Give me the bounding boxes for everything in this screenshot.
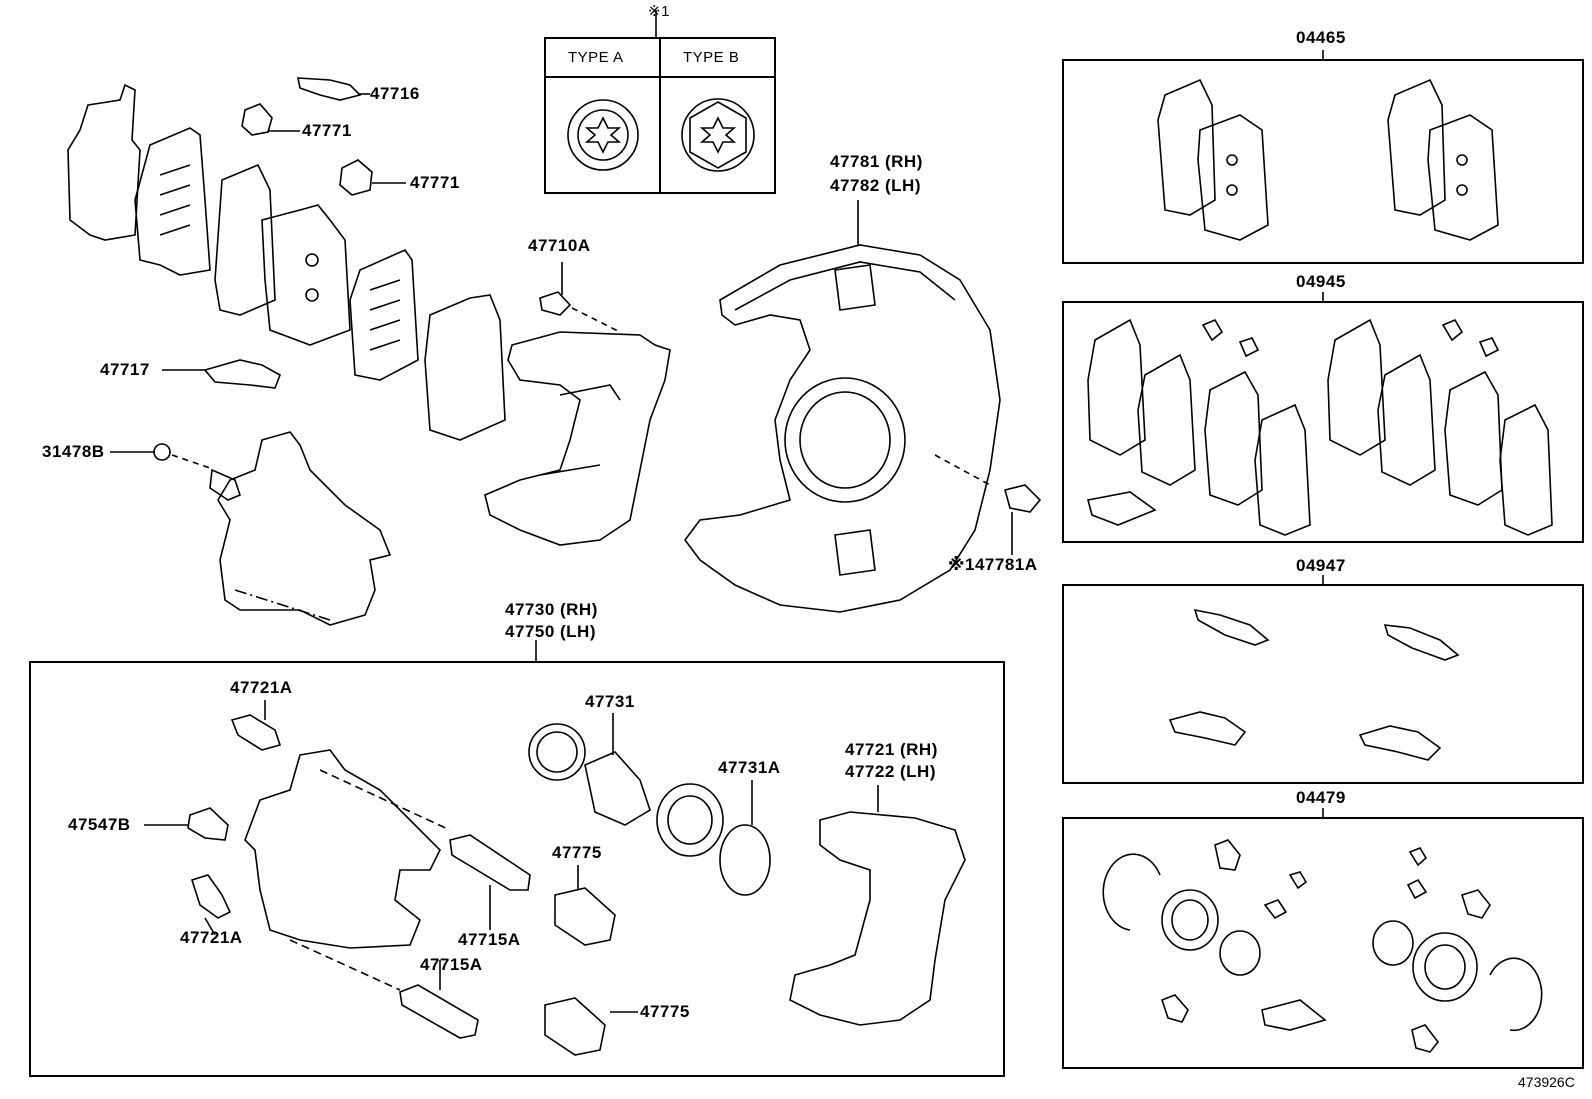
caliper-assembly-illustration <box>144 700 966 1056</box>
part-47731a-label[interactable]: 47731A <box>718 758 781 777</box>
part-47715a-label-bottom[interactable]: 47715A <box>420 955 483 974</box>
type-a-bolt-icon <box>567 99 639 171</box>
part-47731-label[interactable]: 47731 <box>585 692 635 711</box>
part-47775-label-upper[interactable]: 47775 <box>552 843 602 862</box>
kit-04479-seals-illustration <box>1102 839 1543 1053</box>
kit-04465-label[interactable]: 04465 <box>1296 28 1346 47</box>
part-47750-lh-label[interactable]: 47750 (LH) <box>505 622 596 641</box>
part-47716-label[interactable]: 47716 <box>370 84 420 103</box>
kit-04465-pads-illustration <box>1157 78 1499 241</box>
part-47710a-label[interactable]: 47710A <box>528 236 591 255</box>
pad-shim-stack-illustration <box>67 83 506 441</box>
caliper-housing-illustration <box>153 431 392 626</box>
part-47717-label[interactable]: 47717 <box>100 360 150 379</box>
figure-reference: 473926C <box>1518 1074 1575 1090</box>
type-b-label: TYPE B <box>683 49 740 66</box>
part-47781a-label[interactable]: ※147781A <box>948 555 1038 574</box>
caliper-assembly-box <box>29 661 1005 1077</box>
caliper-bracket-illustration <box>484 262 671 546</box>
note-marker: ※1 <box>648 3 670 20</box>
type-table <box>544 10 776 194</box>
part-47721a-label-top[interactable]: 47721A <box>230 678 293 697</box>
part-47771-label-lower[interactable]: 47771 <box>410 173 460 192</box>
part-47721a-label-bottom[interactable]: 47721A <box>180 928 243 947</box>
part-47721-rh-label[interactable]: 47721 (RH) <box>845 740 938 759</box>
part-31478b-label[interactable]: 31478B <box>42 442 105 461</box>
part-47722-lh-label[interactable]: 47722 (LH) <box>845 762 936 781</box>
part-47771-label-upper[interactable]: 47771 <box>302 121 352 140</box>
kit-04945-shims-illustration <box>1087 318 1553 536</box>
leader-lines-top-left <box>110 93 406 453</box>
part-47775-label-lower[interactable]: 47775 <box>640 1002 690 1021</box>
part-47782-lh-label[interactable]: 47782 (LH) <box>830 176 921 195</box>
kit-04947-clips-illustration <box>1168 608 1460 761</box>
kit-04945-label[interactable]: 04945 <box>1296 272 1346 291</box>
kit-04479-label[interactable]: 04479 <box>1296 788 1346 807</box>
part-47715a-label-right[interactable]: 47715A <box>458 930 521 949</box>
type-a-label: TYPE A <box>568 49 624 66</box>
dust-shield-illustration <box>684 200 1042 613</box>
part-47547b-label[interactable]: 47547B <box>68 815 131 834</box>
clip-illustrations <box>203 77 373 389</box>
kit-04947-box <box>1062 584 1584 784</box>
kit-04465-box <box>1062 59 1584 264</box>
kit-04947-label[interactable]: 04947 <box>1296 556 1346 575</box>
part-47730-rh-label[interactable]: 47730 (RH) <box>505 600 598 619</box>
part-47781-rh-label[interactable]: 47781 (RH) <box>830 152 923 171</box>
type-b-bolt-icon <box>681 98 755 172</box>
